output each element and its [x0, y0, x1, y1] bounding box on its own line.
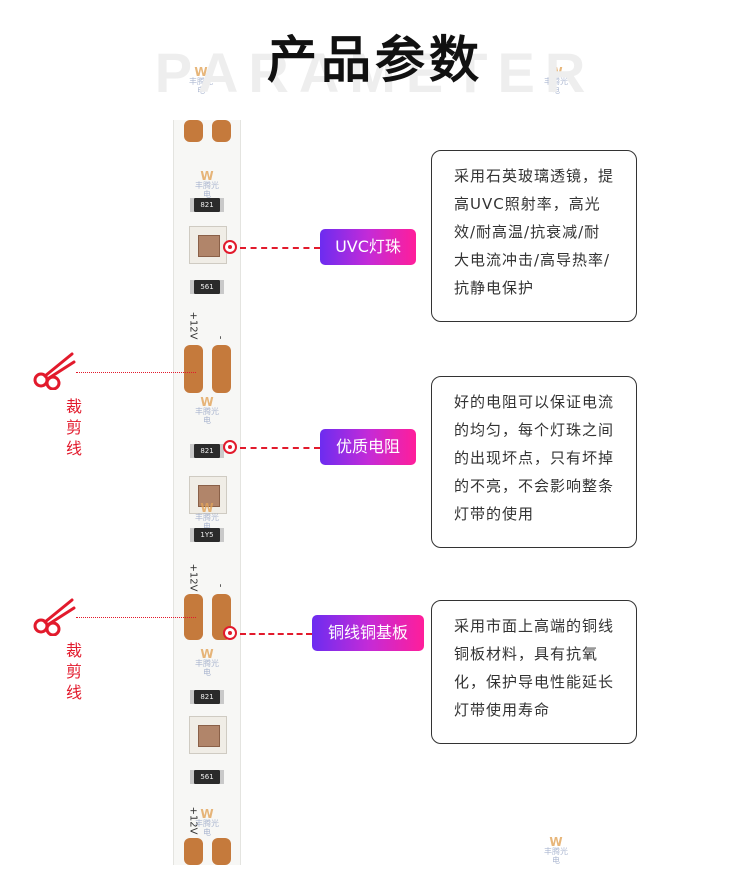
voltage-label: +12V — [187, 311, 199, 340]
callout-line — [240, 633, 312, 635]
cut-line-label: 裁剪线 — [65, 641, 82, 702]
cut-line — [76, 617, 196, 618]
resistor: 821 — [190, 690, 224, 704]
feature-description-uvc-led: 采用石英玻璃透镜，提高UVC照射率，高光效/耐高温/抗衰减/耐大电流冲击/高导热… — [431, 150, 637, 322]
cut-line-label: 裁剪线 — [65, 397, 82, 458]
feature-tag-resistor: 优质电阻 — [320, 429, 416, 465]
callout-marker — [223, 626, 237, 640]
scissors-icon — [33, 352, 76, 390]
voltage-label: +12V — [187, 563, 199, 592]
resistor: 1Y5 — [190, 528, 224, 542]
resistor: 561 — [190, 280, 224, 294]
page-title: 产品参数 — [267, 31, 483, 89]
copper-pad — [184, 345, 203, 393]
copper-pad — [184, 838, 203, 865]
resistor: 821 — [190, 198, 224, 212]
minus-label: - — [214, 583, 226, 588]
copper-pad — [212, 120, 231, 142]
feature-tag-copper-board: 铜线铜基板 — [312, 615, 424, 651]
feature-tag-uvc-led: UVC灯珠 — [320, 229, 416, 265]
feature-description-copper-board: 采用市面上高端的铜线铜板材料，具有抗氧化，保护导电性能延长灯带使用寿命 — [431, 600, 637, 744]
callout-marker — [223, 240, 237, 254]
uvc-led-chip — [189, 476, 227, 514]
callout-line — [240, 447, 320, 449]
callout-marker — [223, 440, 237, 454]
scissors-icon — [33, 598, 76, 636]
header-subtitle-watermark: PARAMETER — [154, 41, 596, 104]
uvc-led-chip — [189, 716, 227, 754]
resistor: 821 — [190, 444, 224, 458]
copper-pad — [212, 838, 231, 865]
copper-pad — [212, 345, 231, 393]
uvc-led-chip — [189, 226, 227, 264]
feature-description-resistor: 好的电阻可以保证电流的均匀，每个灯珠之间的出现坏点，只有坏掉的不亮，不会影响整条… — [431, 376, 637, 548]
resistor: 561 — [190, 770, 224, 784]
copper-pad — [184, 120, 203, 142]
callout-line — [240, 247, 320, 249]
cut-line — [76, 372, 196, 373]
minus-label: - — [214, 335, 226, 340]
